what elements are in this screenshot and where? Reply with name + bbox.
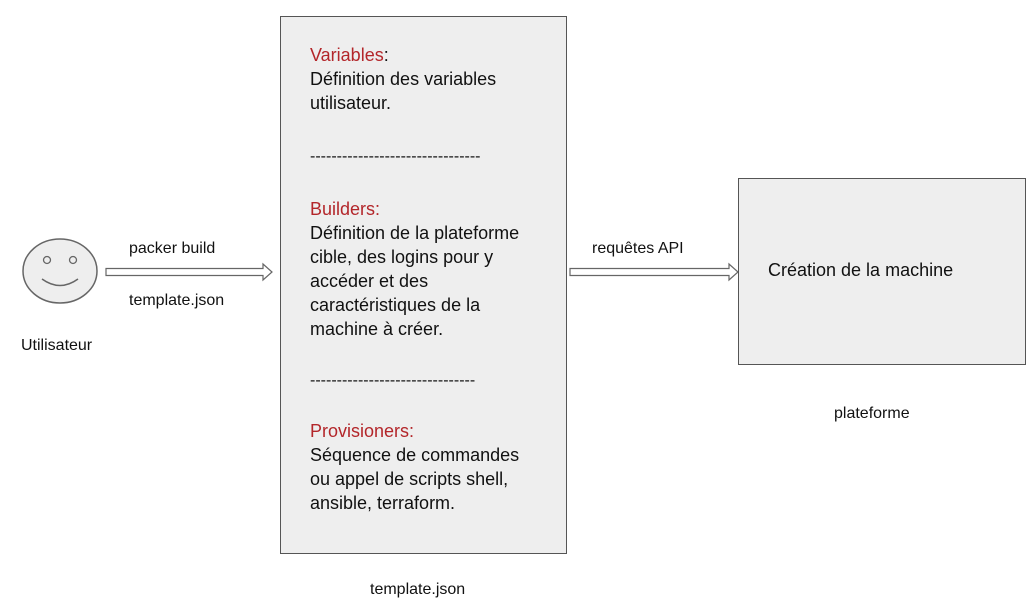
variables-colon: : [383,45,389,65]
separator-1: -------------------------------- [310,148,481,165]
provisioners-line: ansible, terraform. [310,493,456,513]
builders-line: accéder et des [310,271,429,291]
platform-caption: plateforme [834,405,910,422]
variables-line: Définition des variables [310,69,497,89]
user-label: Utilisateur [21,337,93,354]
smiley-face-icon [22,238,98,304]
template-json-arrow-label: template.json [129,292,225,309]
platform-box: Création de la machine [738,178,1026,365]
api-requests-label: requêtes API [592,240,684,257]
packer-build-label: packer build [129,240,216,257]
builders-title: Builders: [310,199,381,219]
api-arrow [569,262,739,282]
provisioners-title: Provisioners: [310,421,415,441]
variables-title: Variables [310,45,384,65]
builders-line: cible, des logins pour y [310,247,494,267]
separator-2: ------------------------------- [310,372,476,389]
builders-line: machine à créer. [310,319,444,339]
provisioners-line: ou appel de scripts shell, [310,469,509,489]
builders-line: caractéristiques de la [310,295,481,315]
platform-box-text: Création de la machine [768,260,954,280]
provisioners-line: Séquence de commandes [310,445,520,465]
template-box: Variables: Définition des variables util… [280,16,567,554]
build-arrow [105,262,273,282]
variables-section: Variables: [310,43,389,67]
builders-line: Définition de la plateforme [310,223,520,243]
template-caption: template.json [370,581,466,598]
variables-line: utilisateur. [310,93,392,113]
